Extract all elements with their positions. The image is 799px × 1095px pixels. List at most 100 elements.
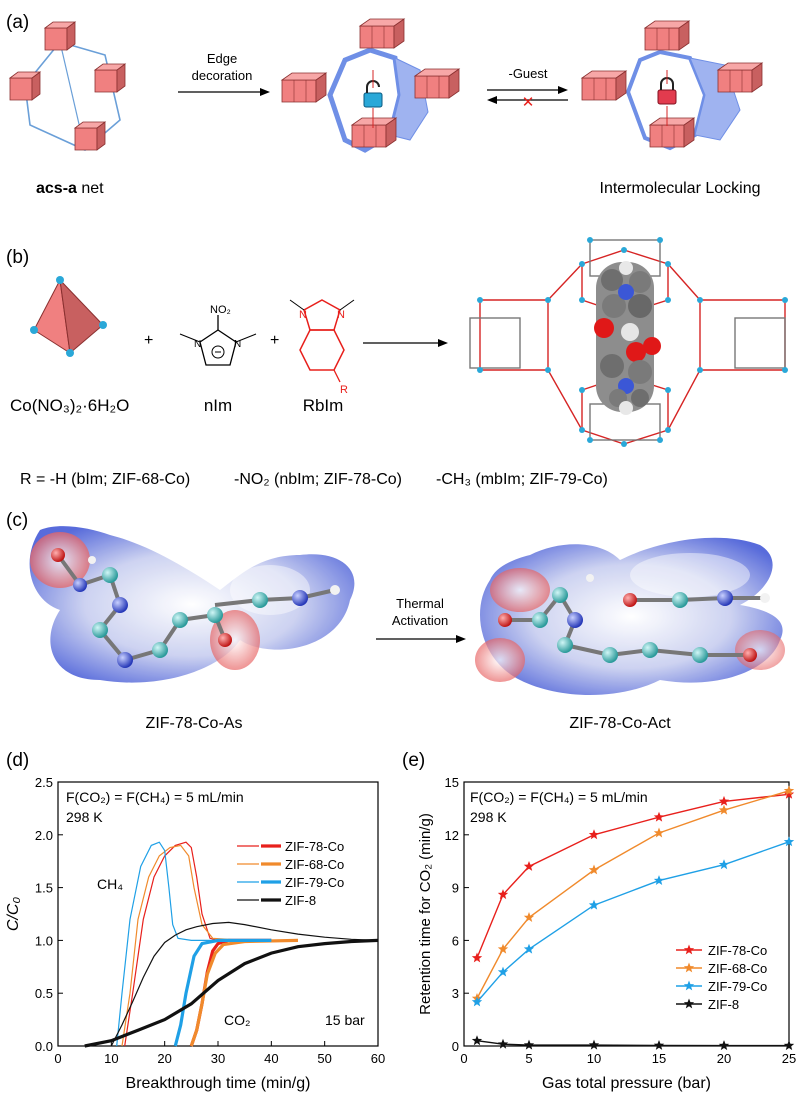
legend-label: ZIF-68-Co [285,857,344,872]
zif-framework-model [469,237,788,447]
data-point-star [471,996,483,1007]
x-tick-label: 25 [782,1051,796,1066]
locked-net-diagram [581,20,763,151]
r-group-def-3: -CH₃ (mbIm; ZIF-79-Co) [436,471,608,488]
cobalt-tetrahedron-icon [30,276,107,357]
data-point-star [718,1040,730,1051]
decorated-net-diagram [281,18,460,153]
legend-label: ZIF-79-Co [708,979,767,994]
data-point-star [471,1035,483,1046]
rbim-label: RbIm [303,396,344,415]
temperature-condition: 298 K [66,809,103,825]
thermal-activation-arrow [376,635,466,643]
nim-n1: N [194,339,201,350]
y-tick-label: 2.0 [35,828,53,843]
x-tick-label: 0 [460,1051,467,1066]
y-tick-label: 1.0 [35,933,53,948]
edge-decoration-arrow [178,88,270,96]
x-tick-label: 0 [54,1051,61,1066]
y-tick-label: 0.0 [35,1039,53,1054]
data-point-star [523,861,535,871]
legend-label: ZIF-8 [708,997,739,1012]
x-tick-label: 20 [717,1051,731,1066]
plus-sign-1: + [144,332,153,349]
unlock-icon [363,92,383,108]
data-point-star [718,795,730,806]
thermal-text-1: Thermal [396,596,444,611]
y-tick-label: 2.5 [35,775,53,790]
legend-star-icon [683,980,695,991]
ball-stick-as-synthesized [51,548,340,668]
flow-condition: F(CO₂) = F(CH₄) = 5 mL/min [470,789,648,805]
data-point-star [588,864,600,875]
activated-label: ZIF-78-Co-Act [569,715,671,732]
y-tick-label: 0 [452,1039,459,1054]
guest-removal-arrows [487,86,568,104]
rbim-n2: N [337,309,345,321]
r-group-def-2: -NO₂ (nbIm; ZIF-78-Co) [234,471,402,488]
y-tick-label: 0.5 [35,986,53,1001]
x-tick-label: 30 [211,1051,225,1066]
intermolecular-locking-caption: Intermolecular Locking [600,180,761,197]
data-point-star [523,943,535,954]
y-tick-label: 15 [445,775,459,790]
co2-series-line [189,938,299,1047]
rbim-n1: N [299,309,307,321]
cobalt-salt-label: Co(NO₃)₂·6H₂O [10,396,129,415]
legend-label: ZIF-8 [285,893,316,908]
co2-series-line [84,938,379,1048]
x-axis-label: Gas total pressure (bar) [542,1075,711,1092]
ch4-series-line [110,921,379,1047]
panel-label-c: (c) [6,510,28,531]
data-point-star [653,811,665,822]
x-tick-label: 10 [587,1051,601,1066]
flow-condition: F(CO₂) = F(CH₄) = 5 mL/min [66,789,244,805]
ch4-series-line [121,844,298,1047]
rbim-r-group: R [340,384,348,396]
data-point-star [497,943,509,954]
data-point-star [718,859,730,870]
synthesis-arrow [363,339,448,347]
edge-decoration-text-1: Edge [207,51,237,66]
legend-label: ZIF-78-Co [708,943,767,958]
panel-label-d: (d) [6,750,29,771]
data-point-star [588,1039,600,1050]
esp-surface-as-synthesized [29,526,355,683]
panel-label-e: (e) [402,750,425,771]
data-point-star [497,966,509,977]
plus-sign-2: + [270,332,279,349]
pressure-annotation: 15 bar [325,1012,365,1028]
x-tick-label: 20 [157,1051,171,1066]
data-point-star [471,952,483,963]
data-point-star [653,1040,665,1050]
data-point-star [718,804,730,815]
panel-label-b: (b) [6,247,29,268]
data-point-star [783,785,795,796]
ch4-series-line [116,841,272,1047]
ball-stick-activated [498,574,770,663]
data-point-star [523,1039,535,1050]
thermal-text-2: Activation [392,613,448,628]
legend-star-icon [683,944,695,955]
series-line [476,1040,789,1047]
nim-n2: N [234,339,241,350]
legend-label: ZIF-79-Co [285,875,344,890]
lock-icon [657,89,677,105]
guest-molecule-spacefill [594,261,661,415]
ch4-series-line [124,841,272,1047]
series-line [476,841,790,1003]
rbim-structure [289,299,355,383]
x-tick-label: 5 [525,1051,532,1066]
series-line [476,793,790,959]
legend-star-icon [683,998,695,1009]
co2-annotation: CO₂ [224,1012,250,1028]
data-point-star [523,912,535,922]
acs-a-net-diagram [9,21,126,151]
data-point-star [653,875,665,885]
x-axis-label: Breakthrough time (min/g) [126,1075,311,1092]
edge-decoration-text-2: decoration [192,68,253,83]
as-synthesized-label: ZIF-78-Co-As [146,715,243,732]
data-point-star [497,1038,509,1049]
